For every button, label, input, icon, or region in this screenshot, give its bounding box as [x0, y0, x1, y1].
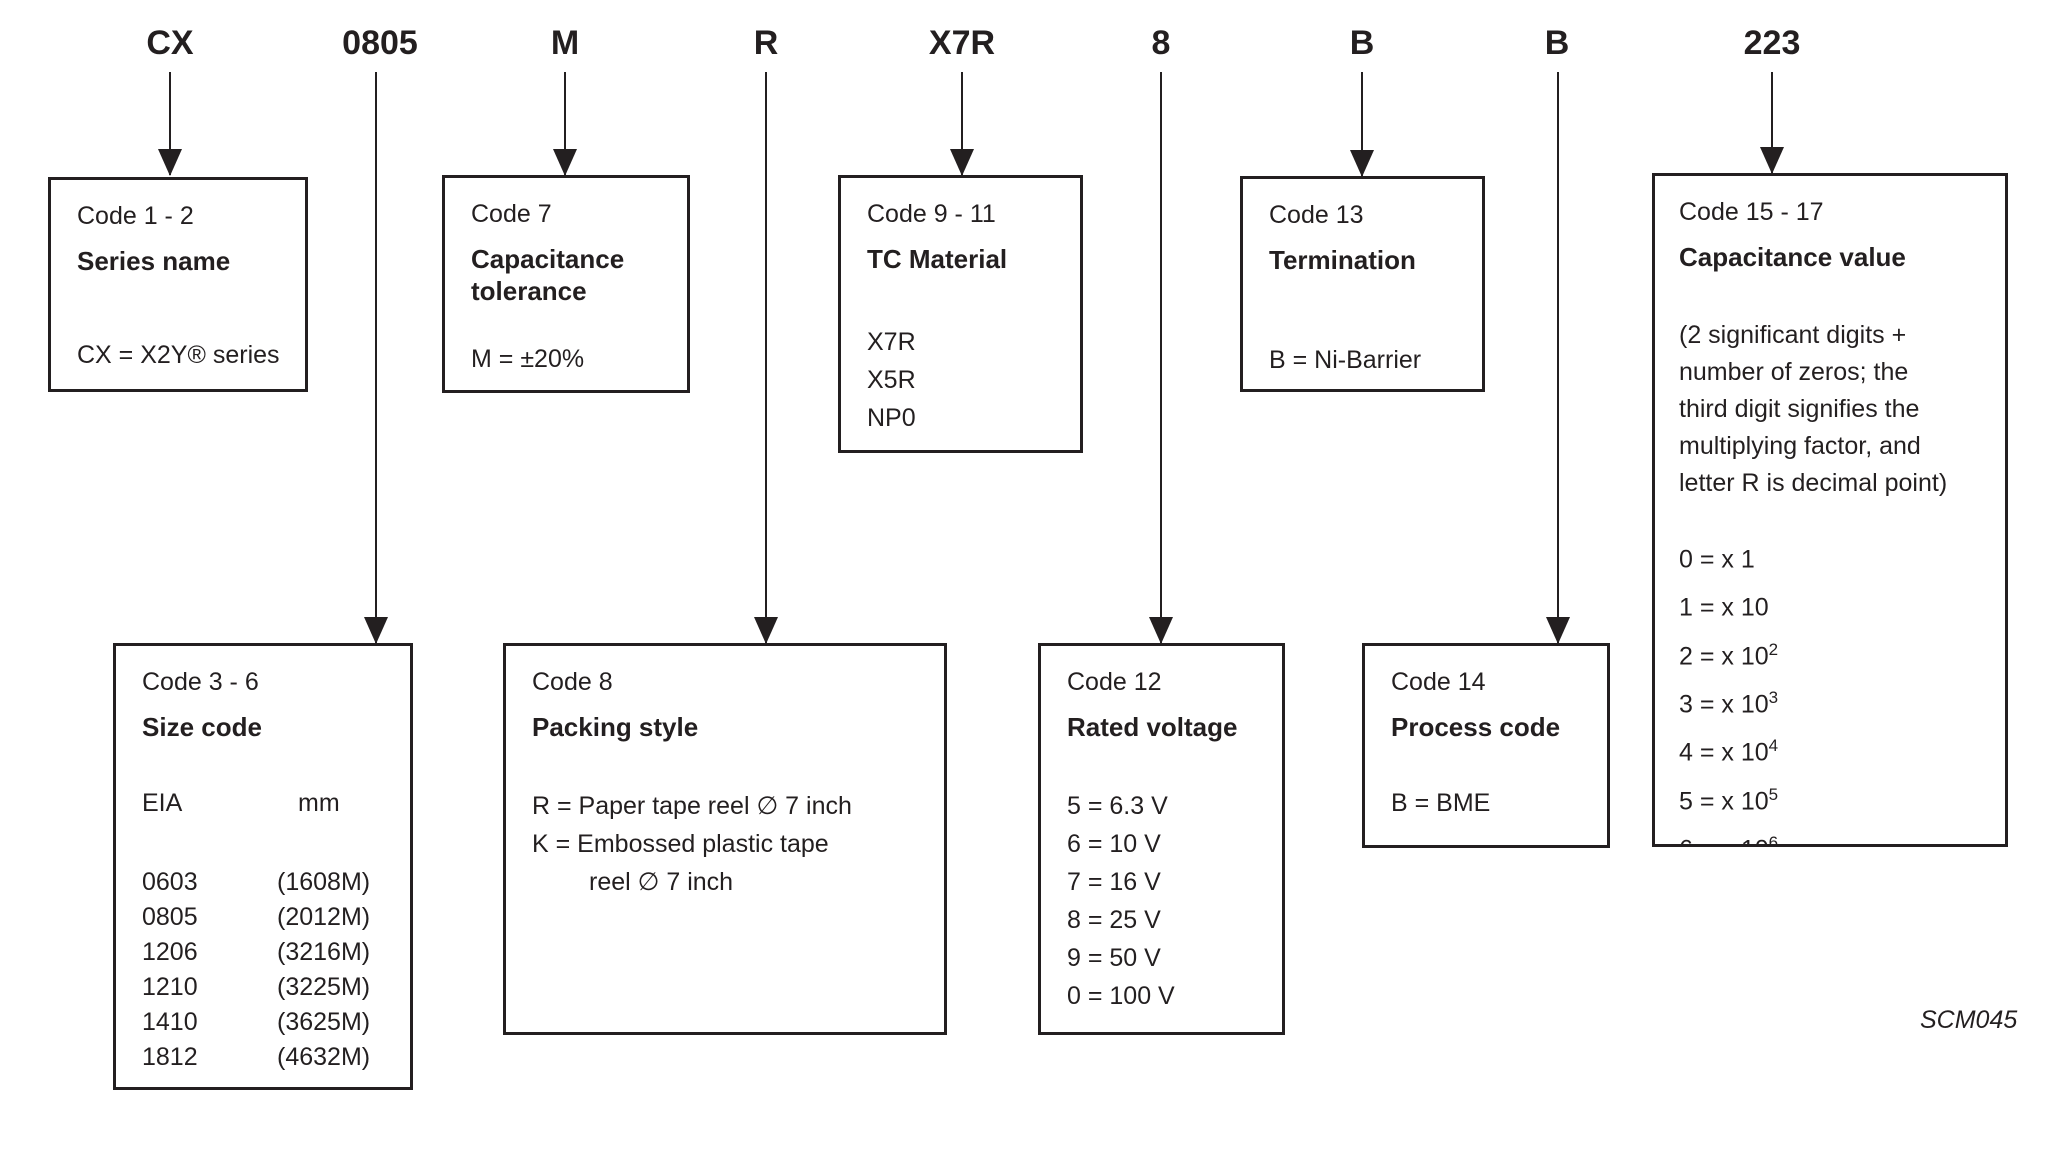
packing-style-option: R = Paper tape reel ∅ 7 inch	[532, 792, 852, 820]
arrowhead-icon	[1760, 147, 1784, 174]
box-capacitance-value: Code 15 - 17 Capacitance value (2 signif…	[1652, 173, 2008, 847]
code-range-label: Code 1 - 2	[77, 202, 194, 230]
multiplier-row: 4 = x 104	[1679, 736, 1779, 767]
segment-label-packing: R	[753, 24, 779, 62]
box-termination: Code 13 Termination B = Ni-Barrier	[1240, 176, 1485, 392]
arrowhead-icon	[364, 617, 388, 644]
packing-style-option: K = Embossed plastic tape	[532, 830, 829, 858]
box-title: TC Material	[867, 244, 1008, 274]
arrowhead-icon	[754, 617, 778, 644]
rated-voltage-option: 8 = 25 V	[1067, 906, 1161, 934]
box-packing-style: Code 8 Packing style R = Paper tape reel…	[503, 643, 947, 1035]
process-code-value: B = BME	[1391, 789, 1491, 817]
size-code-row: 0603(1608M)	[142, 868, 371, 896]
rated-voltage-option: 6 = 10 V	[1067, 830, 1161, 858]
segment-label-process: B	[1544, 24, 1570, 62]
multiplier-row: 0 = x 1	[1679, 545, 1755, 574]
box-title: Rated voltage	[1067, 712, 1238, 742]
multiplier-row: 2 = x 102	[1679, 639, 1779, 670]
segment-label-series: CX	[146, 24, 194, 62]
multiplier-row: 6 = x 106	[1679, 832, 1779, 847]
cap-value-note-line: (2 significant digits +	[1679, 321, 1907, 349]
size-code-row: 1206(3216M)	[142, 938, 371, 966]
segment-label-cap-value: 223	[1743, 24, 1801, 62]
code-range-label: Code 12	[1067, 668, 1162, 696]
segment-label-voltage: 8	[1151, 24, 1171, 62]
code-range-label: Code 9 - 11	[867, 200, 996, 228]
column-header-eia: EIA	[142, 789, 183, 817]
arrowhead-icon	[1149, 617, 1173, 644]
arrowhead-icon	[1546, 617, 1570, 644]
box-capacitance-tolerance: Code 7 Capacitance tolerance M = ±20%	[442, 175, 690, 393]
multiplier-row: 3 = x 103	[1679, 687, 1779, 719]
box-series-name: Code 1 - 2 Series name CX = X2Y® series	[48, 177, 308, 392]
segment-label-tolerance: M	[550, 24, 580, 62]
termination-value: B = Ni-Barrier	[1269, 346, 1422, 374]
column-header-mm: mm	[298, 789, 340, 817]
document-id: SCM045	[1920, 1006, 2018, 1034]
code-range-label: Code 13	[1269, 201, 1364, 229]
size-code-row: 0805(2012M)	[142, 903, 371, 931]
series-name-value: CX = X2Y® series	[77, 341, 280, 369]
tc-material-option: X5R	[867, 366, 916, 394]
cap-value-note-line: letter R is decimal point)	[1679, 469, 1948, 497]
tc-material-option: X7R	[867, 328, 916, 356]
code-range-label: Code 7	[471, 200, 552, 228]
multiplier-row: 5 = x 105	[1679, 784, 1779, 815]
segment-label-tc-material: X7R	[928, 24, 996, 62]
box-rated-voltage: Code 12 Rated voltage 5 = 6.3 V 6 = 10 V…	[1038, 643, 1285, 1035]
multiplier-row: 1 = x 10	[1679, 593, 1769, 622]
rated-voltage-option: 9 = 50 V	[1067, 944, 1161, 972]
size-code-row: 1210(3225M)	[142, 973, 371, 1001]
tolerance-value: M = ±20%	[471, 345, 585, 373]
arrowhead-icon	[1350, 150, 1374, 177]
arrowhead-icon	[950, 149, 974, 176]
box-title: Packing style	[532, 712, 699, 742]
cap-value-note-line: third digit signifies the	[1679, 395, 1920, 423]
box-title: Series name	[77, 246, 231, 276]
box-title: Size code	[142, 712, 262, 742]
code-range-label: Code 3 - 6	[142, 668, 259, 696]
box-title: Capacitance value	[1679, 242, 1906, 272]
cap-value-note-line: number of zeros; the	[1679, 358, 1909, 386]
cap-value-note-line: multiplying factor, and	[1679, 432, 1921, 460]
rated-voltage-option: 0 = 100 V	[1067, 982, 1175, 1010]
size-code-row: 1410(3625M)	[142, 1008, 371, 1036]
segment-label-size: 0805	[342, 24, 418, 62]
box-title: Termination	[1269, 245, 1416, 275]
rated-voltage-option: 5 = 6.3 V	[1067, 792, 1168, 820]
box-title: Process code	[1391, 712, 1561, 742]
box-title: Capacitance tolerance	[471, 244, 625, 306]
packing-style-option-continued: reel ∅ 7 inch	[589, 868, 734, 896]
size-code-row: 1812(4632M)	[142, 1043, 371, 1071]
rated-voltage-option: 7 = 16 V	[1067, 868, 1161, 896]
arrowhead-icon	[158, 149, 182, 176]
box-tc-material: Code 9 - 11 TC Material X7R X5R NP0	[838, 175, 1083, 453]
tc-material-option: NP0	[867, 404, 916, 432]
code-range-label: Code 14	[1391, 668, 1486, 696]
box-process-code: Code 14 Process code B = BME	[1362, 643, 1610, 848]
segment-label-termination: B	[1349, 24, 1375, 62]
box-size-code: Code 3 - 6 Size code EIA mm 0603(1608M) 0…	[113, 643, 413, 1090]
arrowhead-icon	[553, 149, 577, 176]
code-range-label: Code 8	[532, 668, 613, 696]
code-range-label: Code 15 - 17	[1679, 198, 1824, 226]
